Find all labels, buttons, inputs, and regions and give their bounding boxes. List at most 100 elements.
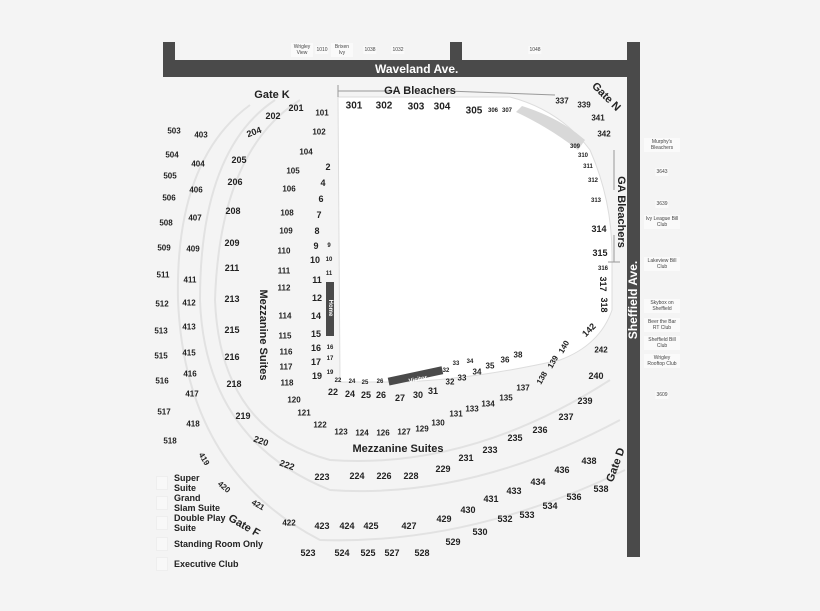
- ga-bleachers-label[interactable]: GA Bleachers: [615, 176, 627, 248]
- section-label[interactable]: 22: [334, 378, 342, 384]
- section-label[interactable]: 508: [159, 218, 173, 228]
- section-label[interactable]: 134: [481, 399, 495, 409]
- section-label[interactable]: 239: [577, 396, 593, 406]
- section-label[interactable]: 19: [326, 370, 334, 376]
- section-label[interactable]: 407: [188, 213, 202, 223]
- section-label[interactable]: 16: [310, 343, 322, 353]
- mezzanine-suites-label[interactable]: Mezzanine Suites: [257, 289, 269, 381]
- section-label[interactable]: 111: [277, 266, 291, 276]
- section-label[interactable]: 16: [326, 345, 334, 351]
- section-label[interactable]: 524: [334, 548, 350, 558]
- section-label[interactable]: 316: [597, 266, 609, 272]
- section-label[interactable]: 305: [465, 105, 483, 117]
- section-label[interactable]: 423: [314, 521, 330, 531]
- section-label[interactable]: 14: [310, 311, 322, 321]
- section-label[interactable]: 110: [277, 246, 291, 256]
- section-label[interactable]: 425: [363, 521, 379, 531]
- section-label[interactable]: 117: [279, 362, 293, 372]
- section-label[interactable]: 24: [344, 389, 356, 399]
- section-label[interactable]: 513: [154, 326, 168, 336]
- section-label[interactable]: 139: [545, 353, 561, 371]
- section-label[interactable]: 530: [472, 527, 488, 537]
- section-label[interactable]: 133: [465, 404, 479, 414]
- section-label[interactable]: 26: [376, 379, 384, 385]
- section-label[interactable]: 503: [167, 126, 181, 136]
- section-label[interactable]: 409: [186, 244, 200, 254]
- section-label[interactable]: 104: [299, 147, 313, 157]
- section-label[interactable]: 32: [442, 368, 450, 374]
- section-label[interactable]: 140: [556, 338, 572, 356]
- section-label[interactable]: 430: [460, 505, 476, 515]
- section-label[interactable]: 215: [224, 325, 240, 335]
- section-label[interactable]: 403: [194, 130, 208, 140]
- section-label[interactable]: 427: [401, 521, 417, 531]
- section-label[interactable]: 528: [414, 548, 430, 558]
- section-label[interactable]: 19: [311, 371, 323, 381]
- section-label[interactable]: 138: [534, 369, 550, 387]
- section-label[interactable]: 242: [594, 345, 608, 355]
- section-label[interactable]: 213: [224, 294, 240, 304]
- section-label[interactable]: 2: [325, 162, 331, 172]
- section-label[interactable]: 17: [326, 356, 334, 362]
- section-label[interactable]: 25: [361, 380, 369, 386]
- section-label[interactable]: 34: [466, 359, 474, 365]
- section-label[interactable]: 7: [316, 210, 322, 220]
- section-label[interactable]: 429: [436, 514, 452, 524]
- section-label[interactable]: 312: [587, 178, 599, 184]
- section-label[interactable]: 12: [311, 293, 323, 303]
- section-label[interactable]: 25: [360, 390, 372, 400]
- section-label[interactable]: 204: [245, 124, 263, 140]
- section-label[interactable]: 433: [506, 486, 522, 496]
- section-label[interactable]: 420: [215, 479, 233, 495]
- section-label[interactable]: 309: [569, 144, 581, 150]
- section-label[interactable]: 131: [449, 409, 463, 419]
- section-label[interactable]: 114: [278, 311, 292, 321]
- section-label[interactable]: 116: [279, 347, 293, 357]
- section-label[interactable]: 206: [227, 177, 243, 187]
- section-label[interactable]: 33: [457, 373, 467, 383]
- section-label[interactable]: 24: [348, 379, 356, 385]
- section-label[interactable]: 310: [577, 153, 589, 159]
- section-label[interactable]: 129: [415, 424, 429, 434]
- section-label[interactable]: 142: [580, 321, 598, 339]
- section-label[interactable]: 102: [312, 127, 326, 137]
- section-label[interactable]: 505: [163, 171, 177, 181]
- section-label[interactable]: 302: [375, 100, 393, 112]
- section-label[interactable]: 127: [397, 427, 411, 437]
- section-label[interactable]: 534: [542, 501, 558, 511]
- section-label[interactable]: 15: [310, 329, 322, 339]
- section-label[interactable]: 26: [375, 390, 387, 400]
- section-label[interactable]: 27: [394, 393, 406, 403]
- section-label[interactable]: 32: [445, 377, 455, 387]
- section-label[interactable]: 10: [309, 255, 321, 265]
- section-label[interactable]: 121: [297, 408, 311, 418]
- section-label[interactable]: 228: [403, 471, 419, 481]
- section-label[interactable]: 538: [593, 484, 609, 494]
- section-label[interactable]: 413: [182, 322, 196, 332]
- section-label[interactable]: 224: [349, 471, 365, 481]
- section-label[interactable]: 438: [581, 456, 597, 466]
- section-label[interactable]: 11: [325, 271, 333, 277]
- section-label[interactable]: 307: [501, 108, 513, 114]
- section-label[interactable]: 9: [327, 243, 331, 249]
- section-label[interactable]: 529: [445, 537, 461, 547]
- section-label[interactable]: 311: [583, 164, 593, 170]
- section-label[interactable]: 202: [265, 111, 281, 121]
- section-label[interactable]: 306: [487, 108, 499, 114]
- section-label[interactable]: 532: [497, 514, 513, 524]
- section-label[interactable]: 226: [376, 471, 392, 481]
- section-label[interactable]: 35: [485, 361, 495, 371]
- section-label[interactable]: 318: [599, 297, 609, 313]
- section-label[interactable]: 33: [452, 361, 460, 367]
- section-label[interactable]: 6: [318, 194, 324, 204]
- section-label[interactable]: 11: [312, 275, 322, 285]
- section-label[interactable]: 4: [320, 178, 326, 188]
- section-label[interactable]: 22: [327, 387, 339, 397]
- section-label[interactable]: 218: [226, 379, 242, 389]
- section-label[interactable]: 337: [555, 96, 569, 106]
- section-label[interactable]: 506: [162, 193, 176, 203]
- ga-bleachers-label[interactable]: GA Bleachers: [384, 85, 456, 97]
- section-label[interactable]: 231: [458, 453, 474, 463]
- section-label[interactable]: 36: [500, 355, 510, 365]
- section-label[interactable]: 533: [519, 510, 535, 520]
